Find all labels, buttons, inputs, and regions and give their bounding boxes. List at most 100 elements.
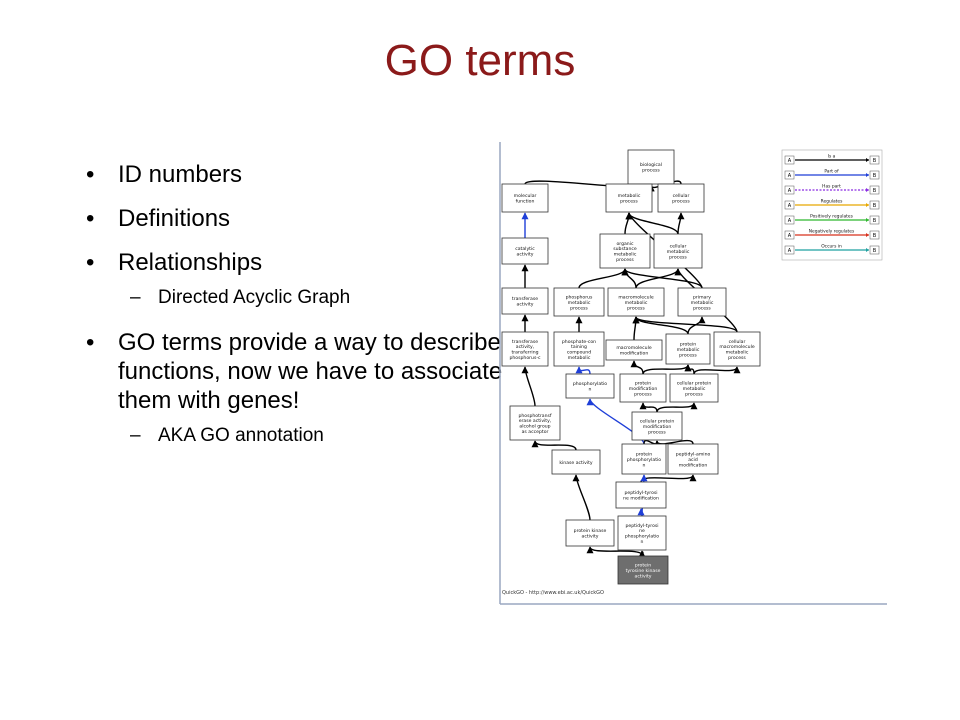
go-term-label: macromolecule (616, 345, 652, 351)
go-term-label: process (679, 352, 697, 358)
go-term-label: metabolic (691, 300, 714, 306)
graph-edge (521, 366, 536, 407)
go-term-box (677, 287, 727, 317)
go-term-label: peptidyl-tyrosi (625, 523, 658, 529)
legend-node-a-label: A (788, 158, 792, 164)
go-term-label: modification (679, 462, 708, 468)
bullet-item: • GO terms provide a way to describe fun… (86, 328, 506, 415)
go-term-label: metabolic (667, 249, 690, 255)
go-term-label: protein kinase (574, 528, 607, 534)
graph-edge (677, 212, 685, 235)
legend-node-a (784, 170, 795, 180)
legend-node-a-label: A (788, 248, 792, 254)
go-term-label: process (648, 429, 666, 435)
go-term-label: process (672, 199, 690, 205)
legend-node-a (784, 200, 795, 210)
go-term-box (605, 183, 653, 213)
go-term-label: metabolic (726, 350, 749, 356)
graph-edge (632, 316, 640, 341)
go-term-label: activity, (516, 344, 535, 350)
legend-node-b-label: B (873, 203, 877, 209)
legend-arrowhead (866, 173, 869, 177)
graph-edge (578, 268, 629, 289)
graph-edge (638, 550, 646, 558)
go-term-label: phosphorus (566, 295, 593, 301)
legend-node-a-label: A (788, 203, 792, 209)
go-term-label: macromolecule (618, 295, 654, 301)
bullet-text: ID numbers (118, 161, 243, 188)
go-term-box (599, 233, 651, 269)
legend-node-a (784, 245, 795, 255)
go-term-label: cellular (729, 339, 746, 345)
go-term-box (669, 373, 719, 403)
legend-node-b-label: B (873, 218, 877, 224)
go-term-label: ne modification (623, 496, 659, 502)
go-term-box (657, 183, 705, 213)
go-term-label: peptidyl-amino (676, 452, 711, 458)
graph-edge (642, 364, 692, 375)
go-term-label: activity (635, 573, 652, 579)
legend-label: Regulates (821, 199, 843, 205)
graph-edge (637, 508, 645, 517)
go-term-label: metabolic (677, 347, 700, 353)
go-term-label: process (685, 391, 703, 397)
go-term-box (713, 331, 761, 367)
sub-bullet-text: Directed Acyclic Graph (158, 287, 351, 308)
legend-node-b (869, 200, 880, 210)
go-term-label: acid (688, 457, 698, 463)
go-term-box (553, 287, 605, 317)
go-term-label: phosphotransf (518, 413, 551, 419)
graph-edge (632, 316, 689, 335)
go-term-box (653, 233, 703, 269)
go-term-label: kinase activity (559, 460, 593, 466)
graph-edge (639, 402, 658, 413)
go-term-label: erase activity, (519, 418, 552, 424)
go-term-box (617, 555, 669, 585)
go-term-label: metabolic (568, 300, 591, 306)
slide-title: GO terms (384, 36, 576, 85)
graph-edge (621, 268, 703, 289)
go-term-label: as acceptor (522, 429, 549, 435)
go-term-label: cellular (673, 193, 690, 199)
legend-node-a-label: A (788, 173, 792, 179)
go-term-node: peptidyl-tyrosine modification (615, 481, 667, 509)
go-term-box (551, 449, 601, 475)
go-term-label: metabolic (683, 386, 706, 392)
sub-bullet-item: – AKA GO annotation (86, 424, 506, 448)
graph-edge (632, 316, 738, 333)
go-term-label: taining (571, 344, 587, 350)
go-term-box (667, 443, 719, 475)
go-term-box (501, 287, 549, 315)
legend-node-a-label: A (788, 233, 792, 239)
go-term-box (501, 183, 549, 213)
legend-arrowhead (866, 218, 869, 222)
go-graph-diagram: biologicalprocessmolecularfunctionmetabo… (499, 142, 887, 605)
go-term-label: phosphate-con (562, 339, 596, 345)
legend-node-b-label: B (873, 158, 877, 164)
go-term-label: function (516, 199, 535, 205)
go-term-label: catalytic (515, 246, 535, 252)
graph-edge (630, 360, 644, 375)
go-term-label: process (693, 305, 711, 311)
go-term-label: molecular (514, 193, 537, 199)
go-term-box (617, 515, 667, 551)
legend-arrowhead (866, 248, 869, 252)
go-term-box (615, 481, 667, 509)
bullet-text: GO terms provide a way to describe funct… (118, 329, 503, 414)
legend-node-a-label: A (788, 188, 792, 194)
